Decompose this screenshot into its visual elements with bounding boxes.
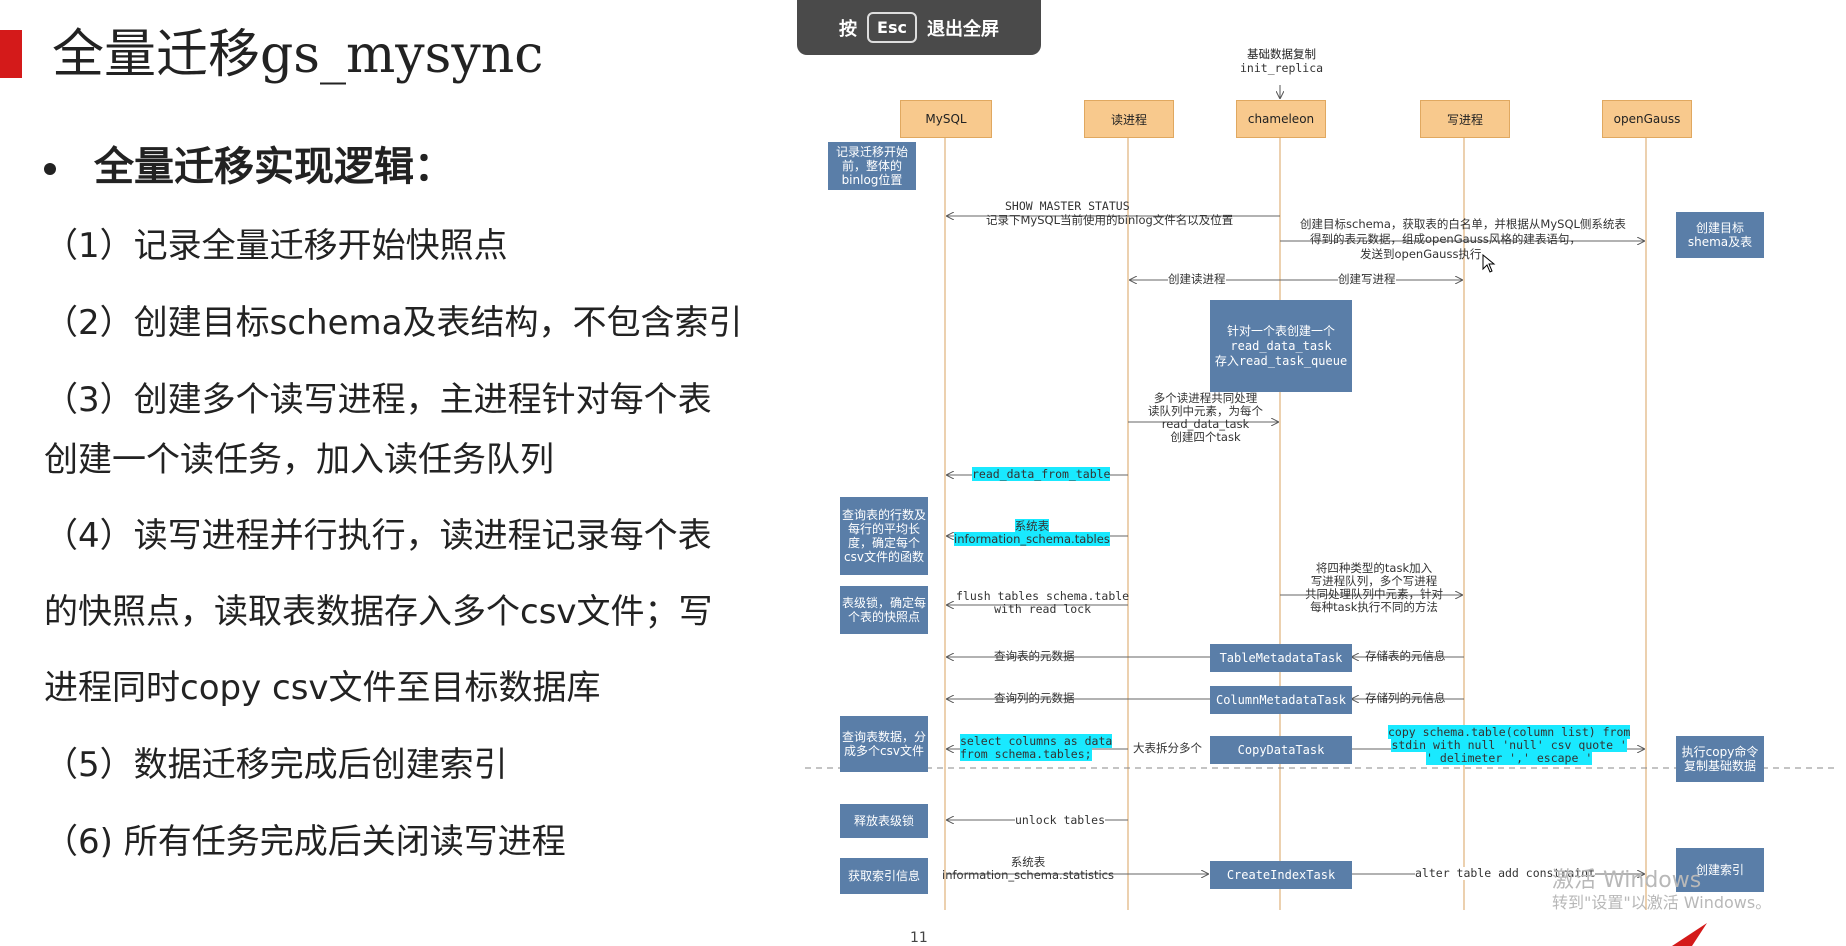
banner-press-text: 按 xyxy=(839,18,858,40)
sequence-diagram: 基础数据复制 init_replica MySQL 读进程 chameleon … xyxy=(800,40,1840,920)
step-2: （2）创建目标schema及表结构，不包含索引 xyxy=(44,303,743,343)
step-5: （5）数据迁移完成后创建索引 xyxy=(44,745,508,785)
title-accent-bar xyxy=(0,30,22,78)
banner-action-text: 退出全屏 xyxy=(926,18,999,40)
label-create-read: 创建读进程 xyxy=(1168,272,1226,286)
label-big-table: 大表拆分多个 xyxy=(1133,741,1202,755)
page-number: 11 xyxy=(910,930,928,946)
read-task-line-2: read_data_task xyxy=(1230,338,1332,353)
step-4: （4）读写进程并行执行，读进程记录每个表 xyxy=(44,516,712,556)
bullet-heading-text: 全量迁移实现逻辑： xyxy=(94,144,454,190)
multi-read-3: read_data_task xyxy=(1161,417,1250,431)
label-query-table-meta: 查询表的元数据 xyxy=(994,649,1075,663)
note-create-schema: 创建目标shema及表 xyxy=(1676,212,1764,258)
label-store-col-meta: 存储列的元信息 xyxy=(1365,691,1446,705)
read-task-line-3: 存入read_task_queue xyxy=(1214,353,1348,368)
label-create-schema-1: 创建目标schema，获取表的白名单，并根据从MySQL侧系统表 xyxy=(1300,217,1626,231)
title-cn: 全量迁移 xyxy=(52,25,261,85)
lane-write-process: 写进程 xyxy=(1420,100,1510,138)
init-replica-cn: 基础数据复制 xyxy=(1247,47,1317,61)
watermark-line-2: 转到"设置"以激活 Windows。 xyxy=(1552,893,1772,912)
sys-stats-1: 系统表 xyxy=(1010,855,1046,869)
label-select-cols: select columns as data from schema.table… xyxy=(960,734,1113,761)
label-sys-tables: 系统表 information_schema.tables xyxy=(954,519,1110,546)
note-get-index: 获取索引信息 xyxy=(840,858,928,894)
four-task-4: 每种task执行不同的方法 xyxy=(1310,600,1438,614)
mouse-cursor-icon xyxy=(1482,254,1496,273)
task-create-read-data-task: 针对一个表创建一个 read_data_task 存入read_task_que… xyxy=(1210,300,1352,392)
step-4-cont-2: 进程同时copy csv文件至目标数据库 xyxy=(44,668,601,708)
label-binlog-record: 记录下MySQL当前使用的binlog文件名以及位置 xyxy=(986,213,1234,227)
step-3-cont: 创建一个读任务，加入读任务队列 xyxy=(44,440,554,480)
label-show-master: SHOW MASTER STATUS xyxy=(1005,199,1130,213)
lane-opengauss: openGauss xyxy=(1602,100,1692,138)
note-exec-copy: 执行copy命令复制基础数据 xyxy=(1676,736,1764,782)
task-table-metadata: TableMetadataTask xyxy=(1210,644,1352,672)
four-task-3: 共同处理队列中元素，针对 xyxy=(1305,587,1443,601)
label-four-task: 将四种类型的task加入 写进程队列，多个写进程 共同处理队列中元素，针对 每种… xyxy=(1305,562,1443,614)
step-4-cont-1: 的快照点，读取表数据存入多个csv文件；写 xyxy=(44,592,713,632)
label-multi-read: 多个读进程共同处理 读队列中元素，为每个 read_data_task 创建四个… xyxy=(1148,392,1263,444)
flush-2: with read lock xyxy=(994,602,1092,616)
copy-2: stdin with null 'null' csv quote ' xyxy=(1391,738,1627,752)
step-3: （3）创建多个读写进程，主进程针对每个表 xyxy=(44,380,712,420)
bullet-dot-icon xyxy=(44,163,56,175)
sys-table-1: 系统表 xyxy=(1014,519,1050,533)
bullet-heading: 全量迁移实现逻辑： xyxy=(44,134,454,192)
note-split-csv: 查询表数据，分成多个csv文件 xyxy=(840,716,928,772)
read-from-table-text: read_data_from_table xyxy=(972,467,1111,481)
note-create-index: 创建索引 xyxy=(1676,848,1764,892)
label-copy-cmd: copy schema.table(column_list) from stdi… xyxy=(1388,725,1631,765)
sys-stats-2: information_schema.statistics xyxy=(942,868,1114,882)
label-create-schema-3: 发送到openGauss执行 xyxy=(1360,247,1482,261)
read-task-line-1: 针对一个表创建一个 xyxy=(1226,323,1335,338)
four-task-2: 写进程队列，多个写进程 xyxy=(1310,574,1438,588)
task-create-index: CreateIndexTask xyxy=(1210,861,1352,889)
esc-key-icon: Esc xyxy=(867,12,917,43)
step-1: （1）记录全量迁移开始快照点 xyxy=(44,226,508,266)
label-read-from-table: read_data_from_table xyxy=(972,467,1111,481)
label-create-schema-2: 得到的表元数据，组成openGauss风格的建表语句， xyxy=(1310,232,1581,246)
label-alter: alter table add constraint xyxy=(1415,866,1596,880)
exit-fullscreen-banner[interactable]: 按 Esc 退出全屏 xyxy=(797,0,1041,55)
lane-read-process: 读进程 xyxy=(1084,100,1174,138)
four-task-1: 将四种类型的task加入 xyxy=(1315,561,1433,575)
lane-mysql: MySQL xyxy=(900,100,992,138)
multi-read-2: 读队列中元素，为每个 xyxy=(1148,404,1263,418)
select-cols-2: from schema.tables; xyxy=(960,747,1092,761)
label-create-write: 创建写进程 xyxy=(1338,272,1396,286)
slide-title: 全量迁移gs_mysync xyxy=(52,12,543,87)
label-sys-stats: 系统表 information_schema.statistics xyxy=(942,856,1114,882)
multi-read-4: 创建四个task xyxy=(1170,430,1241,444)
label-query-col-meta: 查询列的元数据 xyxy=(994,691,1075,705)
note-release-lock: 释放表级锁 xyxy=(840,804,928,838)
init-replica-code: init_replica xyxy=(1240,61,1324,75)
task-copy-data: CopyDataTask xyxy=(1210,736,1352,764)
select-cols-1: select columns as data xyxy=(960,734,1113,748)
task-column-metadata: ColumnMetadataTask xyxy=(1210,686,1352,714)
corner-logo-icon xyxy=(1672,923,1707,946)
lane-chameleon: chameleon xyxy=(1236,100,1326,138)
activate-windows-watermark: 激活 Windows 转到"设置"以激活 Windows。 xyxy=(1552,870,1771,914)
multi-read-1: 多个读进程共同处理 xyxy=(1153,391,1258,405)
note-query-rows: 查询表的行数及每行的平均长度，确定每个csv文件的函数 xyxy=(840,497,928,575)
label-flush: flush tables schema.table with read lock xyxy=(956,590,1129,616)
label-unlock: unlock tables xyxy=(1015,813,1106,827)
copy-3: ' delimeter ',' escape ' xyxy=(1426,751,1593,765)
sys-table-2: information_schema.tables xyxy=(954,532,1110,546)
step-6: （6) 所有任务完成后关闭读写进程 xyxy=(44,822,566,862)
note-table-lock: 表级锁，确定每个表的快照点 xyxy=(840,586,928,634)
diagram-lines xyxy=(805,85,1835,910)
init-replica-note: 基础数据复制 init_replica xyxy=(1240,47,1323,75)
note-record-start: 记录迁移开始前，整体的binlog位置 xyxy=(828,142,916,190)
flush-1: flush tables schema.table xyxy=(956,589,1130,603)
label-store-table-meta: 存储表的元信息 xyxy=(1365,649,1446,663)
watermark-line-1: 激活 Windows xyxy=(1552,868,1702,893)
title-code: gs_mysync xyxy=(260,25,544,85)
copy-1: copy schema.table(column_list) from xyxy=(1388,725,1631,739)
